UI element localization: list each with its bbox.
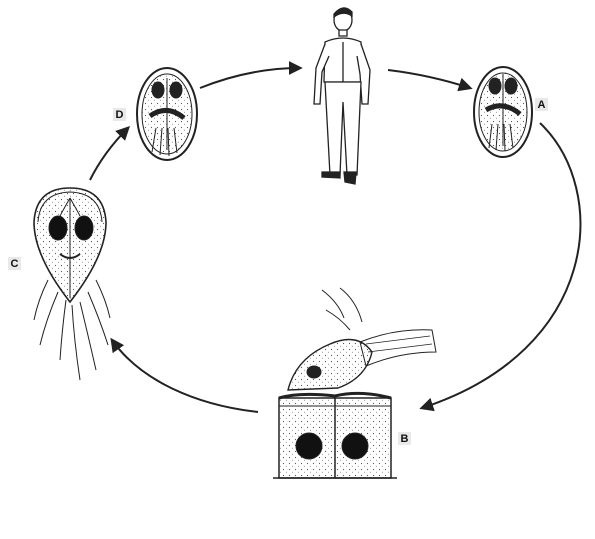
trophozoite-c-icon [34, 188, 110, 380]
cyst-a-icon [474, 67, 532, 157]
stage-label-c: C [8, 257, 21, 270]
arrow-c-to-d [90, 128, 128, 180]
stage-label-b: B [398, 432, 411, 445]
arrow-d-to-host [200, 68, 300, 88]
cyst-d-icon [137, 68, 197, 160]
arrow-a-to-b [422, 123, 580, 408]
human-host-icon [314, 8, 370, 184]
arrow-host-to-a [388, 70, 470, 88]
arrow-b-to-c [112, 340, 258, 412]
intestinal-epithelium-b-icon [273, 288, 436, 478]
stage-label-a: A [535, 98, 548, 111]
stage-label-d: D [113, 108, 126, 121]
